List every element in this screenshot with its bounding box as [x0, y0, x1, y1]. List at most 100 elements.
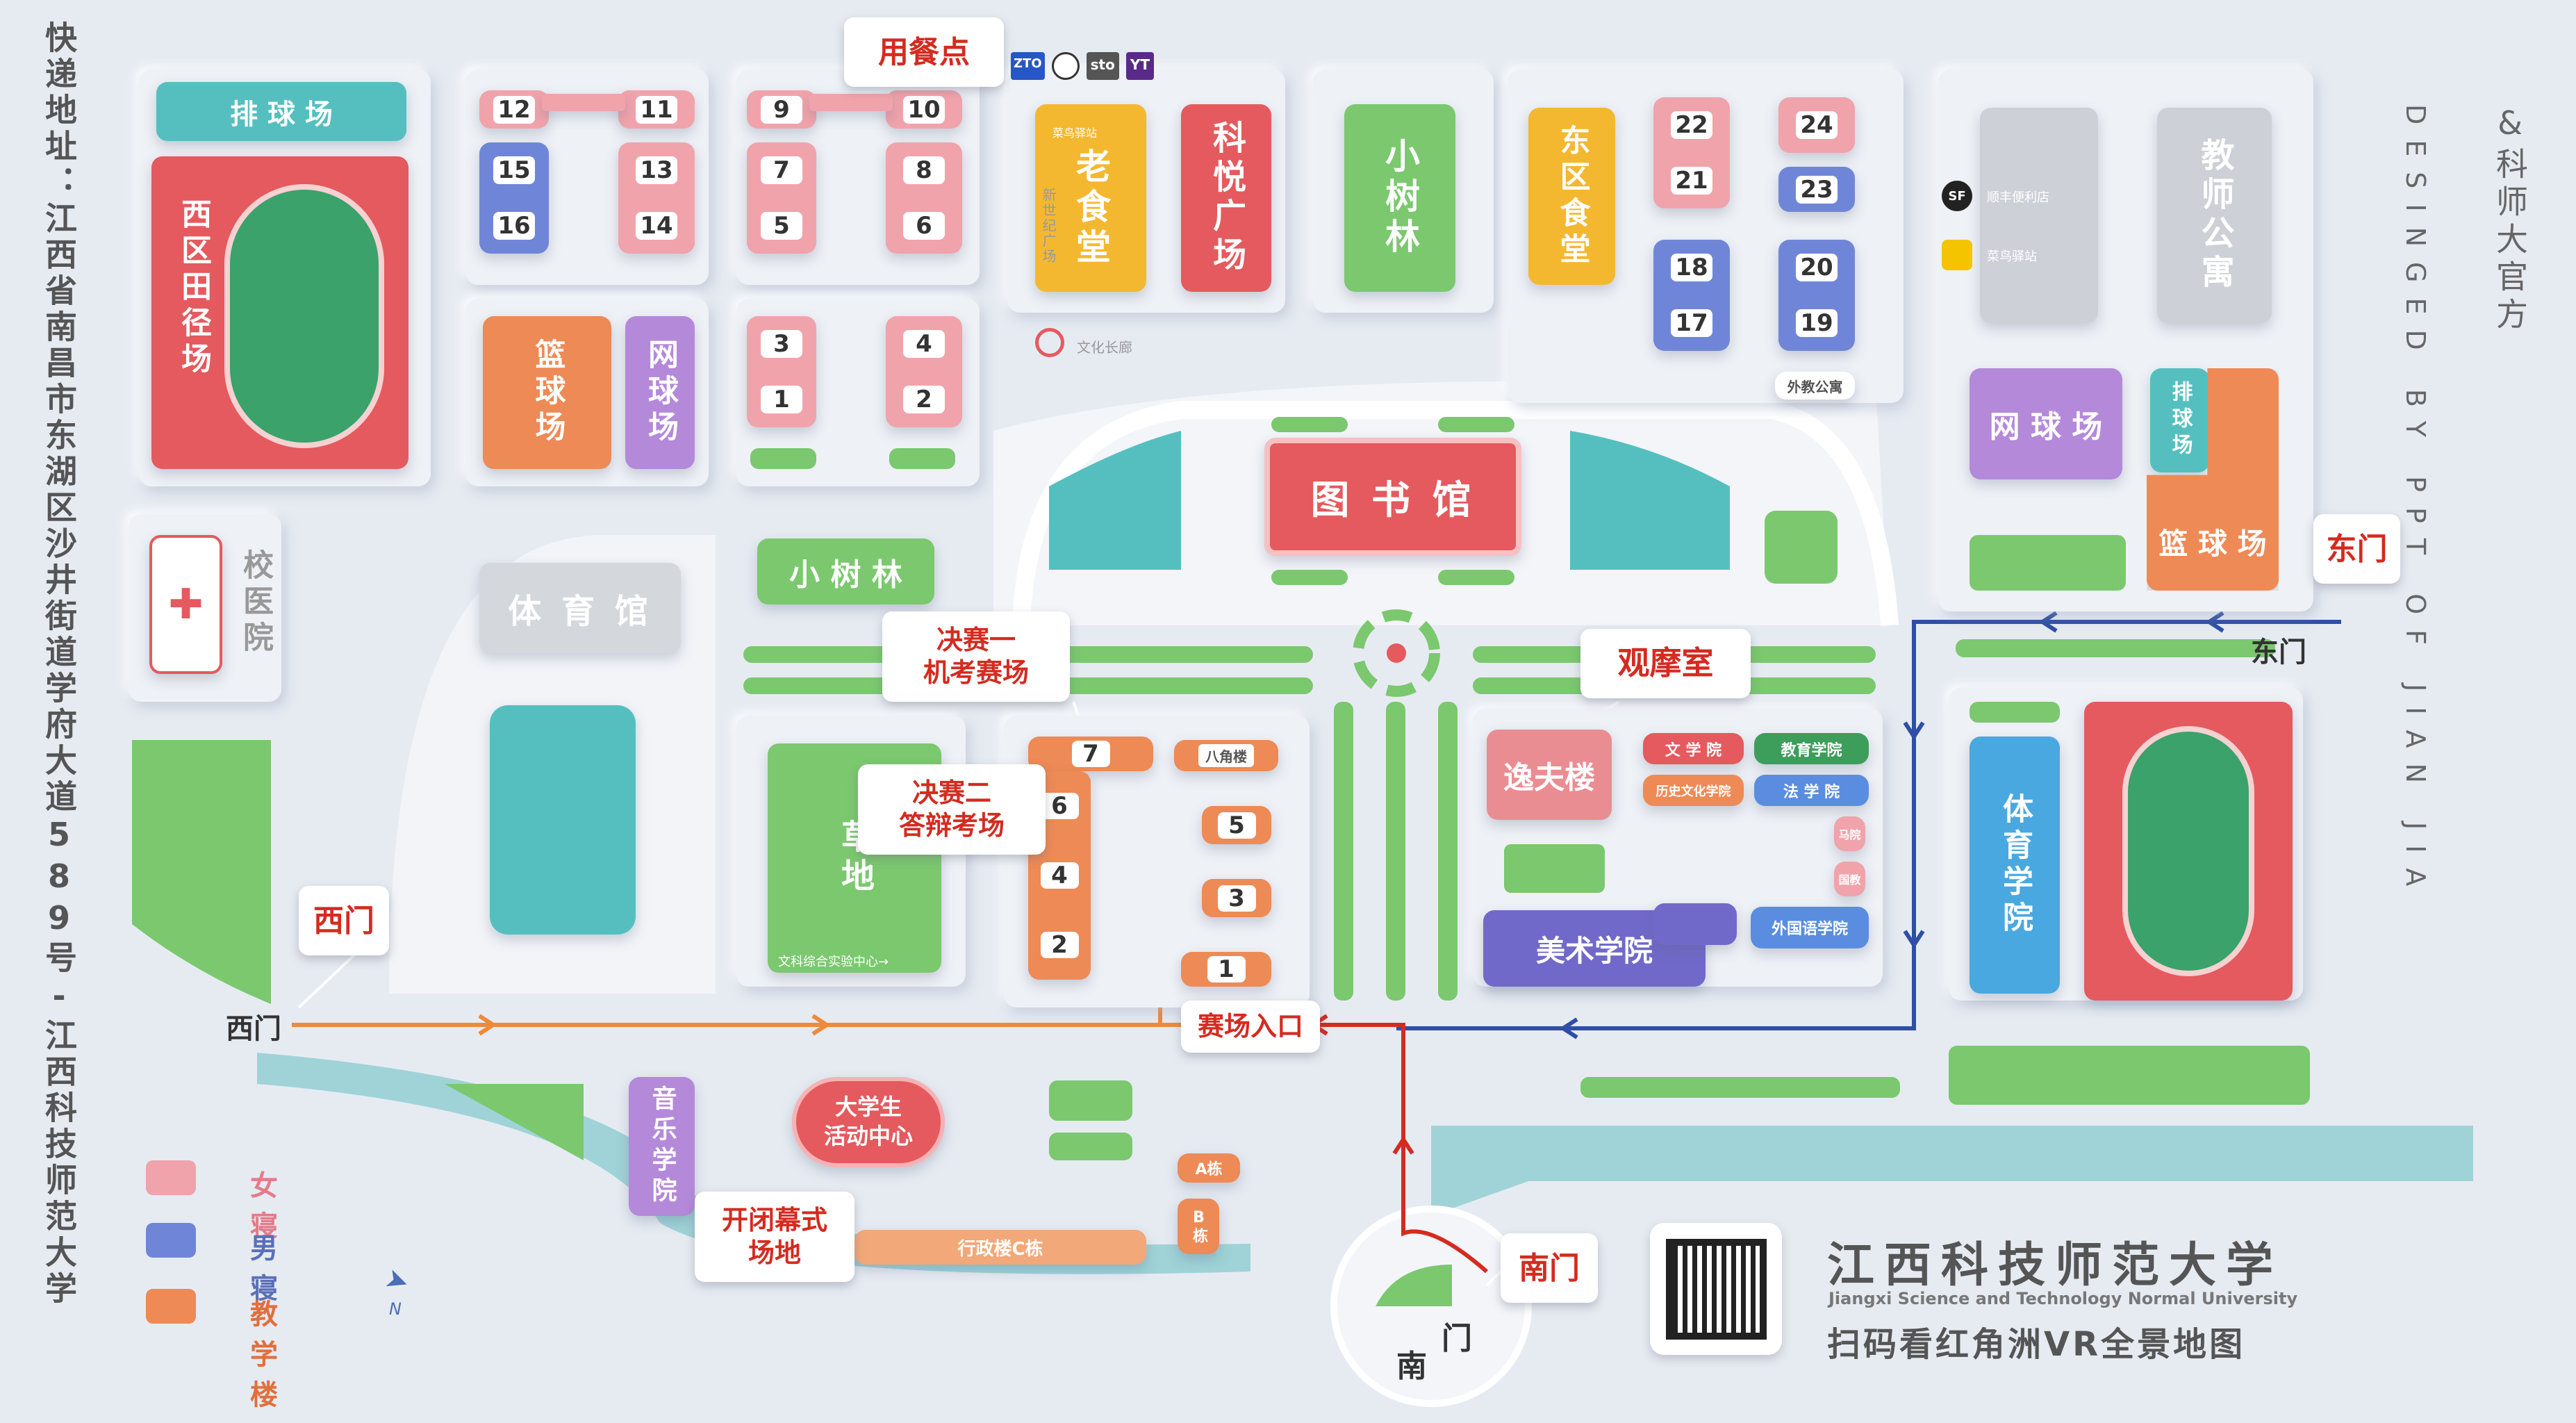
clinic[interactable]: ✚ — [149, 535, 222, 674]
intl-college[interactable]: 国教 — [1834, 862, 1865, 896]
legend-teaching-label: 教学楼 — [250, 1299, 278, 1411]
education-college[interactable]: 教育学院 — [1754, 733, 1869, 764]
music-college[interactable]: 音乐学院 — [629, 1077, 695, 1216]
dorm-9[interactable]: 9 — [747, 90, 816, 129]
east-canteen[interactable]: 东区食堂 — [1528, 108, 1615, 285]
credit-en: DESINGED BY PPT OF JIAN JIA — [2400, 104, 2431, 902]
green-strip-lib3 — [1271, 570, 1348, 585]
literature-college[interactable]: 文 学 院 — [1643, 733, 1744, 764]
teacher-apt-block — [1980, 108, 2098, 323]
art-college-ext — [1653, 903, 1737, 945]
west-gate-callout: 西门 — [299, 886, 389, 955]
dorm-10[interactable]: 10 — [886, 90, 962, 129]
zto-logo-icon: ZTO — [1011, 52, 1045, 80]
teacher-apartment[interactable]: 教师公寓 — [2157, 108, 2272, 323]
route-south-red — [1313, 1023, 1488, 1274]
green-strip-v3 — [1438, 702, 1458, 1001]
east-gate-label[interactable]: 东门 — [2251, 636, 2306, 668]
west-green-wedge — [132, 740, 271, 1004]
gym-pool — [490, 705, 636, 935]
final2-callout: 决赛二 答辩考场 — [858, 764, 1046, 855]
tennis-west[interactable]: 网球场 — [625, 316, 695, 469]
green-strip-lib2 — [1438, 417, 1514, 432]
credit-cn: &科师大官方 — [2491, 104, 2529, 335]
green-strip-v1 — [1334, 702, 1353, 1001]
cainiao-logo-icon — [1051, 52, 1080, 80]
dorm-link-12-11 — [542, 94, 625, 111]
lawn[interactable]: 草地 — [768, 743, 941, 973]
south-green-wedge — [445, 1084, 584, 1160]
teaching-5[interactable]: 5 — [1202, 806, 1271, 844]
dorm-12[interactable]: 12 — [479, 90, 549, 129]
dorm-link-9-10 — [809, 94, 893, 111]
grove-2[interactable]: 小 树 林 — [757, 538, 934, 604]
track-field-icon — [224, 184, 384, 448]
dorm-24[interactable]: 24 — [1778, 97, 1855, 153]
east-gate-callout: 东门 — [2313, 514, 2400, 584]
track-field-east-icon — [2122, 726, 2254, 976]
green-strip-ne — [1970, 535, 2126, 591]
dorm-11[interactable]: 11 — [618, 90, 695, 129]
marx-college[interactable]: 马院 — [1834, 816, 1865, 851]
foreign-apt[interactable]: 外教公寓 — [1775, 372, 1855, 400]
culture-circle-icon — [1035, 328, 1064, 357]
courier-logos: ZTO sto YT — [1011, 52, 1154, 80]
green-square-east — [1765, 511, 1838, 584]
cainiao-west-label: 菜鸟驿站 — [1052, 126, 1098, 140]
volleyball-west[interactable]: 排 球 场 — [156, 82, 406, 141]
law-college[interactable]: 法 学 院 — [1754, 775, 1869, 806]
track-east[interactable] — [2084, 702, 2293, 1001]
route-arrow — [478, 1014, 497, 1036]
dorm-23[interactable]: 23 — [1778, 167, 1855, 212]
qr-code[interactable] — [1650, 1223, 1782, 1355]
admin-building-c[interactable]: 行政楼C栋 — [854, 1230, 1146, 1265]
grove-1[interactable]: 小树林 — [1344, 104, 1455, 292]
tennis-east[interactable]: 网 球 场 — [1970, 368, 2122, 479]
legend-male-label: 男寝 — [250, 1233, 278, 1305]
ceremony-callout: 开闭幕式 场地 — [695, 1192, 854, 1282]
green-strip-s — [1580, 1077, 1900, 1098]
south-gate-label-1[interactable]: 南 — [1396, 1349, 1427, 1384]
pe-college[interactable]: 体育学院 — [1970, 737, 2060, 994]
final1-callout: 决赛一 机考赛场 — [882, 611, 1070, 702]
river-east — [1431, 1126, 2473, 1216]
track-west-label: 西区田径场 — [176, 198, 211, 379]
teal-south — [1376, 1265, 1452, 1306]
teaching-7[interactable]: 7 — [1028, 737, 1153, 771]
green-strip-s1 — [1049, 1080, 1132, 1121]
volleyball-east[interactable]: 排球场 — [2150, 368, 2209, 472]
roundabout — [1353, 609, 1440, 697]
building-b[interactable]: B栋 — [1178, 1199, 1219, 1254]
teaching-1[interactable]: 1 — [1181, 952, 1271, 987]
south-gate-label-2[interactable]: 门 — [1442, 1321, 1472, 1356]
teal-wedge-left — [1049, 431, 1181, 570]
old-canteen[interactable]: 老食堂 — [1035, 104, 1146, 292]
teaching-3[interactable]: 3 — [1202, 879, 1271, 917]
foreign-college[interactable]: 外国语学院 — [1751, 907, 1869, 948]
legend-female-label: 女寝 — [250, 1170, 278, 1242]
sto-logo-icon: sto — [1086, 52, 1119, 80]
octagon-building[interactable]: 八角楼 — [1174, 740, 1278, 771]
keyue-square[interactable]: 科悦广场 — [1181, 104, 1271, 292]
green-strip-lib4 — [1438, 570, 1514, 585]
gym[interactable]: 体 育 馆 — [479, 563, 681, 653]
basketball-west[interactable]: 篮球场 — [483, 316, 611, 469]
student-center[interactable]: 大学生 活动中心 — [792, 1077, 945, 1167]
yifu-building[interactable]: 逸夫楼 — [1487, 730, 1612, 820]
green-strip-s2 — [1049, 1133, 1132, 1160]
history-college[interactable]: 历史文化学院 — [1643, 775, 1744, 806]
track-west[interactable]: 西区田径场 — [151, 156, 408, 469]
library[interactable]: 图 书 馆 — [1264, 438, 1521, 556]
building-a[interactable]: A栋 — [1178, 1153, 1240, 1183]
west-gate-label[interactable]: 西门 — [226, 1013, 281, 1045]
teaching-6[interactable]: 6 4 2 — [1028, 771, 1091, 980]
